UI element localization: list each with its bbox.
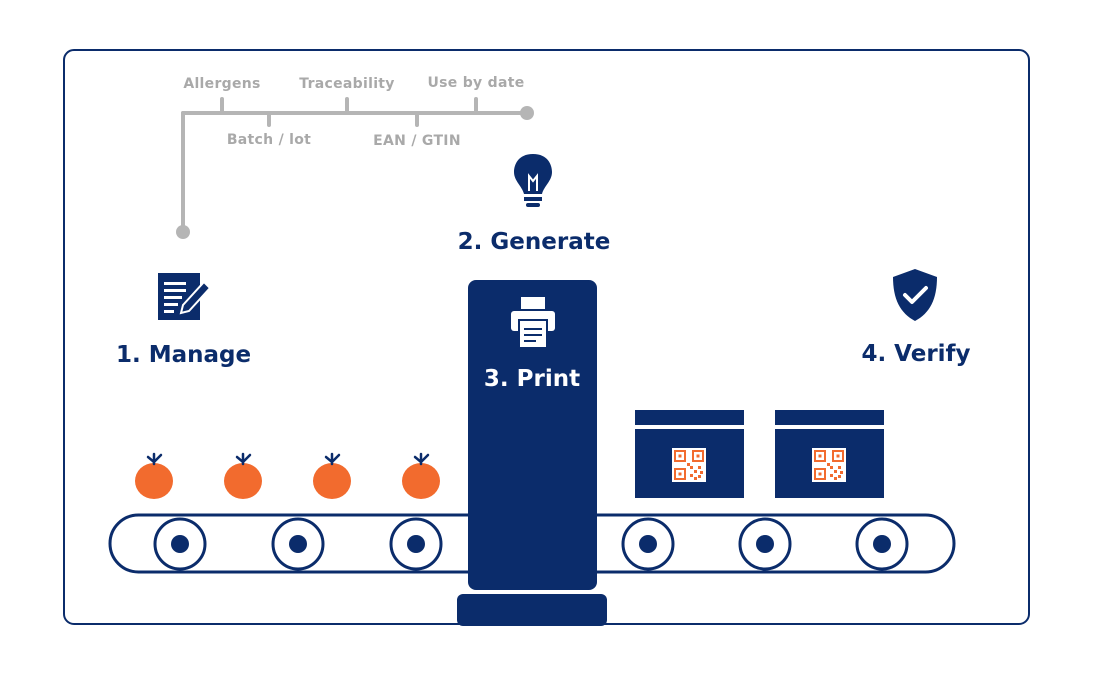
qr-code-icon: [672, 448, 706, 482]
fruit-icon: [313, 452, 351, 499]
field-use-by-date: Use by date: [427, 75, 524, 91]
bracket-start-dot: [176, 225, 190, 239]
data-fields-bracket: [181, 97, 529, 234]
printer-icon: [511, 297, 555, 349]
document-edit-icon: [158, 273, 212, 320]
step-generate-label: 2. Generate: [458, 229, 611, 255]
step-verify-label: 4. Verify: [861, 341, 970, 367]
roller-wheel: [621, 517, 675, 571]
printer-tower: [468, 280, 597, 590]
box-group: [635, 410, 884, 498]
roller-wheel: [271, 517, 325, 571]
conveyor-rollers: [153, 517, 909, 571]
lightbulb-icon: [514, 154, 552, 207]
roller-wheel: [389, 517, 443, 571]
fruit-icon: [135, 452, 173, 499]
roller-wheel: [153, 517, 207, 571]
step-manage-label: 1. Manage: [116, 342, 251, 368]
field-traceability: Traceability: [299, 76, 394, 92]
field-allergens: Allergens: [183, 76, 260, 92]
shield-check-icon: [893, 269, 937, 321]
fruit-group: [135, 452, 440, 499]
printer-base: [457, 594, 607, 626]
field-ean-gtin: EAN / GTIN: [373, 133, 461, 149]
fruit-icon: [224, 452, 262, 499]
field-batch-lot: Batch / lot: [227, 132, 311, 148]
roller-wheel: [855, 517, 909, 571]
bracket-end-dot: [520, 106, 534, 120]
labeled-box: [775, 410, 884, 498]
fruit-icon: [402, 452, 440, 499]
step-print-label: 3. Print: [484, 366, 580, 392]
labeled-box: [635, 410, 744, 498]
roller-wheel: [738, 517, 792, 571]
qr-code-icon: [812, 448, 846, 482]
